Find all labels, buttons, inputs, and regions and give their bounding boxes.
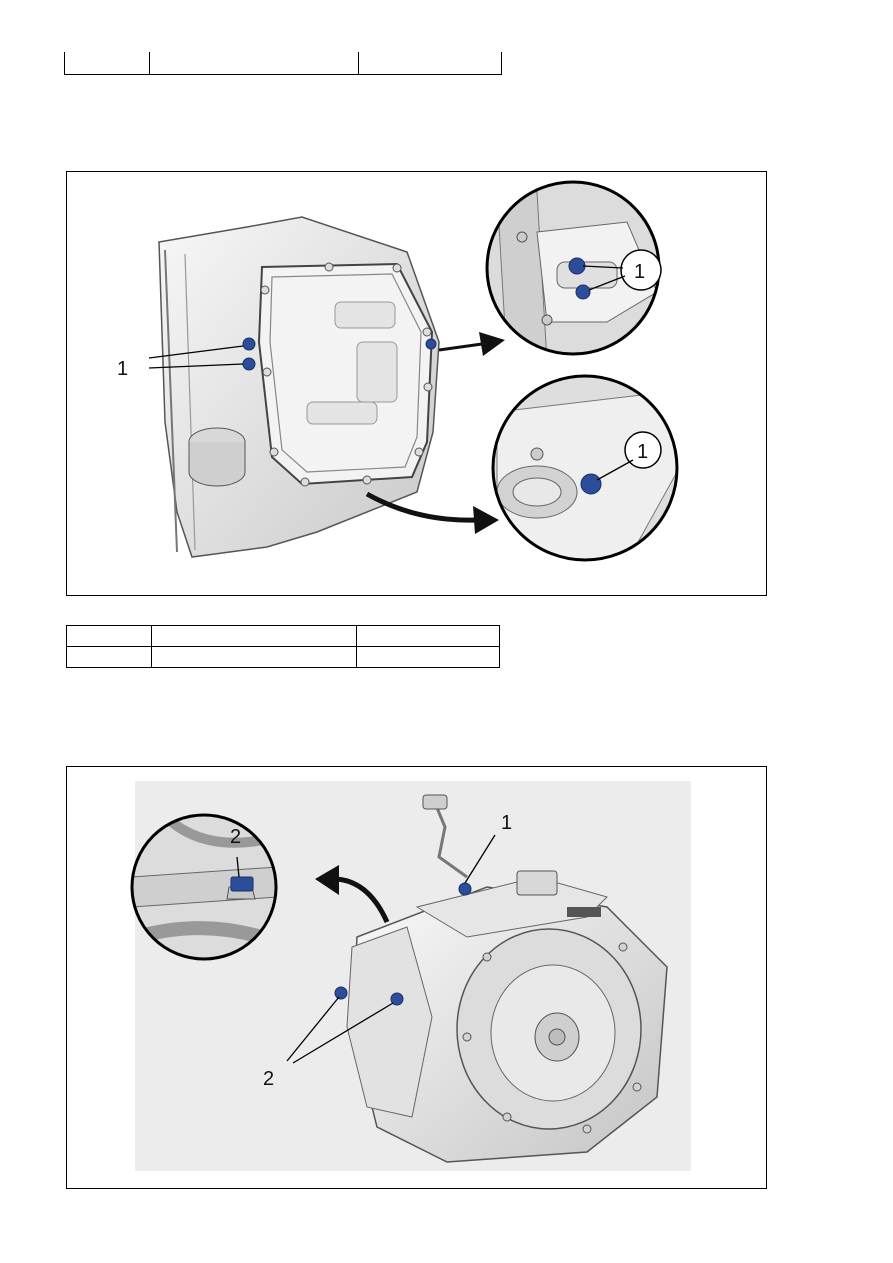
transmission-iso-illustration: 1 2 2: [130, 781, 691, 1171]
plug-1b: [242, 357, 256, 371]
callout-2-lower: 2: [263, 1068, 274, 1090]
callout-2-detail: 2: [230, 826, 241, 848]
table-cell: [356, 646, 500, 668]
detail-view-top: 1: [485, 180, 662, 356]
table-cell: [356, 625, 500, 647]
transmission-housing: [158, 216, 440, 558]
table-cell: [149, 52, 359, 75]
figure-valve-body-plugs: 1 1: [66, 171, 767, 596]
plug-1: [458, 882, 472, 896]
transmission-body: [334, 794, 668, 1163]
plug-2a: [334, 986, 348, 1000]
table-cell: [151, 625, 357, 647]
arrow-right-icon: [479, 332, 505, 356]
table-cell: [358, 52, 502, 75]
table-row: [64, 52, 502, 75]
spec-table-middle: [66, 625, 500, 668]
plug-side: [425, 338, 437, 350]
plug-1a: [242, 337, 256, 351]
callout-1-detail-bottom: 1: [637, 441, 648, 463]
table-row: [66, 625, 500, 647]
plug-2-detail: [230, 876, 254, 892]
transmission-side-illustration: 1 1: [117, 180, 679, 562]
callout-1-main: 1: [117, 358, 128, 380]
callout-1-detail-top: 1: [634, 261, 645, 283]
plug-2b: [390, 992, 404, 1006]
detail-view-left: 2: [130, 813, 278, 961]
arrow-right-icon: [473, 506, 499, 534]
table-cell: [66, 646, 152, 668]
detail-view-bottom: 1: [491, 374, 679, 562]
table-cell: [64, 52, 150, 75]
table-cell: [66, 625, 152, 647]
table-cell: [151, 646, 357, 668]
arrow-left-icon: [315, 865, 339, 895]
callout-1-top: 1: [501, 812, 512, 834]
spec-table-top: [64, 52, 502, 75]
table-row: [66, 646, 500, 668]
figure-transmission-plugs: 1 2 2: [66, 766, 767, 1189]
